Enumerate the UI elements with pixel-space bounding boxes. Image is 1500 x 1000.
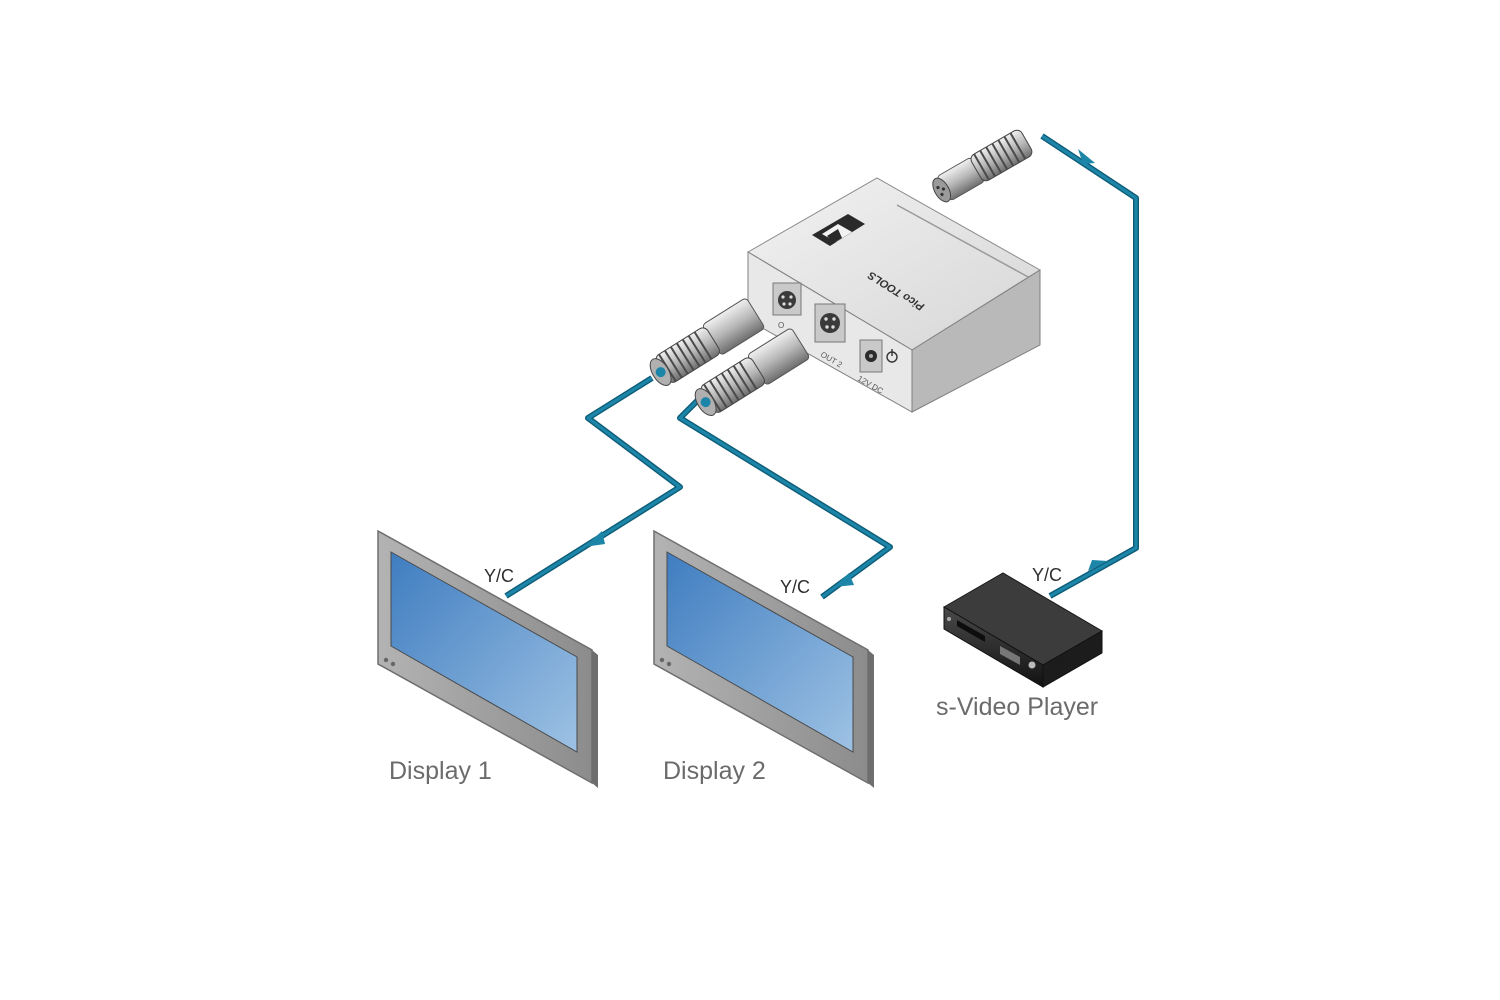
svideo-plug-out2 [694, 328, 810, 417]
arrow-player-bottom [1088, 560, 1108, 571]
yc-label-player: Y/C [1032, 565, 1062, 585]
arrow-display2 [834, 573, 854, 587]
svideo-plug-out1 [649, 298, 765, 387]
power-icon [886, 349, 898, 363]
svideo-player [943, 572, 1103, 688]
cable-player [1040, 133, 1139, 599]
yc-label-display1: Y/C [484, 566, 514, 586]
display2-label: Display 2 [663, 757, 766, 785]
pico-tools-device: Pico TOOLS O OUT 2 12V DC [747, 177, 1041, 413]
port-dc: 12V DC [856, 339, 885, 396]
arrow-display1 [584, 531, 605, 547]
cable-display2 [677, 393, 893, 600]
display1-label: Display 1 [389, 757, 492, 785]
kramer-logo-icon [812, 214, 865, 246]
port-out1: O [772, 282, 802, 330]
player-label: s-Video Player [936, 693, 1098, 721]
cable-display1 [504, 375, 683, 599]
arrow-player-top [1078, 149, 1095, 164]
yc-label-display2: Y/C [780, 577, 810, 597]
display-2 [653, 529, 874, 788]
port-out1-label: O [778, 321, 784, 330]
svideo-plug-input [932, 129, 1033, 203]
display1-screen [390, 551, 578, 753]
display-1 [377, 529, 598, 788]
display2-screen [666, 551, 854, 753]
